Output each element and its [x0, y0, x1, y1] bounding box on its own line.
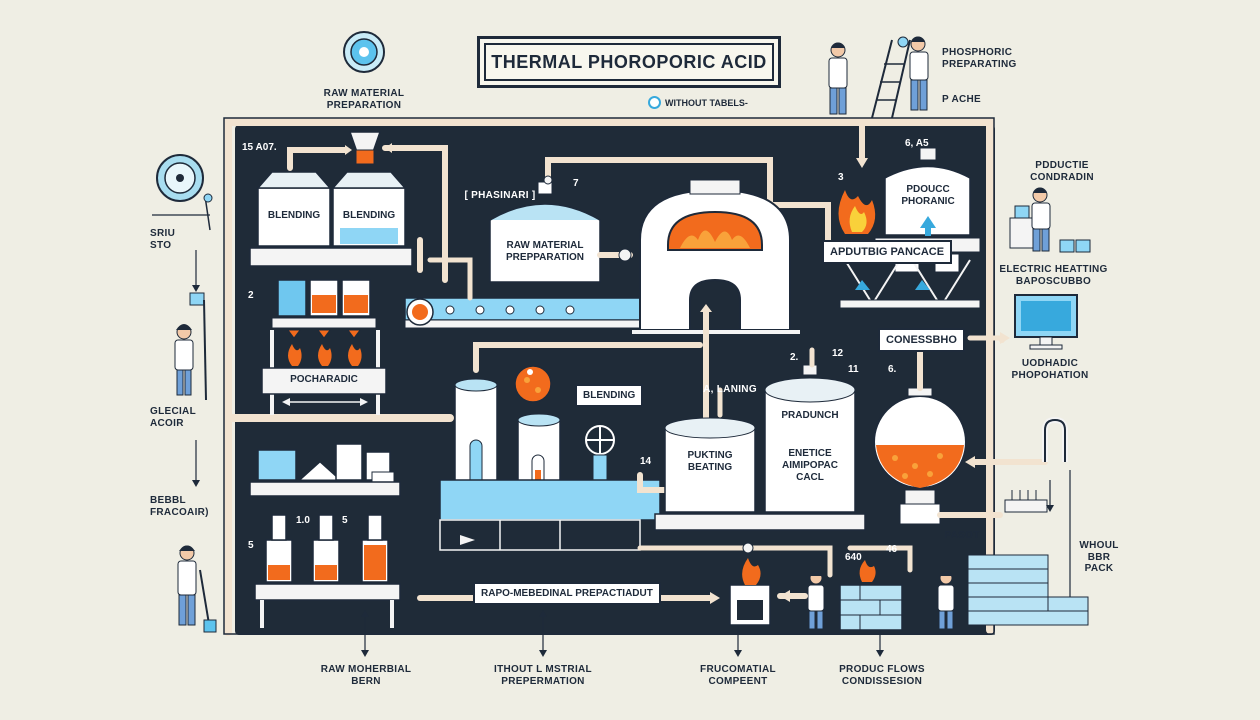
subtitle: WITHOUT TABELS- — [648, 96, 748, 109]
number-5: 5 — [248, 540, 254, 551]
label-pulting-beating: PUKTING BEATING — [687, 450, 733, 473]
label-electric-heating: ELECTRIC HEATTING BAPOSCUBBO — [999, 264, 1108, 287]
label-product-phoranic: PDOUCC PHORANIC — [901, 184, 955, 207]
label-glacial: GLECIAL ACOIR — [150, 406, 196, 429]
number-6: 6. — [888, 364, 897, 375]
number-5b: 5 — [342, 515, 348, 526]
label-product-condensation: PDDUCTIE CONDRADIN — [1030, 160, 1094, 183]
fire-box-icon — [729, 558, 771, 626]
label-praduch: PRADUNCH — [781, 410, 839, 421]
subtitle-text: WITHOUT TABELS- — [665, 97, 748, 108]
label-pocharadic: POCHARADIC — [290, 374, 358, 385]
blending-tank-2 — [331, 171, 407, 247]
number-46: 46 — [886, 544, 898, 555]
raw-material-tank — [489, 181, 601, 283]
label-laning: A, LANING — [703, 384, 757, 395]
label-frucomatial: FRUCOMATIAL COMPEENT — [700, 664, 776, 687]
big-flame-icon — [838, 190, 876, 234]
number-640: 640 — [845, 552, 862, 563]
number-14: 14 — [640, 456, 652, 467]
condenser-sphere — [873, 387, 967, 525]
label-rapo-medebinal: RAPO-MEBEDINAL PREPACTIADUT — [473, 582, 661, 605]
label-uodhadic: UODHADIC PHOPOHATION — [1011, 358, 1089, 381]
number-6-a5: 6, A5 — [905, 138, 929, 149]
label-raw-bern: RAW MOHERBIAL BERN — [320, 664, 412, 687]
label-apdutbig-pancace: APDUTBIG PANCACE — [822, 240, 953, 265]
praduch-tank — [764, 364, 856, 513]
number-12: 12 — [832, 348, 844, 359]
label-phosphoric-prep: PHOSPHORIC PREPARATING — [942, 47, 1017, 70]
conveyor-belt — [404, 297, 646, 329]
worker-station-icon — [1009, 187, 1091, 253]
label-consessho: CONESSBHO — [878, 328, 965, 353]
number-2b: 2. — [790, 352, 799, 363]
worker-bottom-left-icon — [177, 545, 217, 633]
label-pasot: PASOT — [944, 530, 980, 541]
worker-bottom-right-icon — [937, 571, 955, 630]
pulting-beating-tank — [664, 417, 756, 513]
bottles-row — [254, 514, 401, 628]
workers-ladder-icon — [828, 36, 929, 119]
number-2: 2 — [248, 290, 254, 301]
furnace — [632, 179, 800, 334]
number-1: 1 — [472, 408, 478, 419]
label-blending-1: BLENDING — [267, 210, 321, 221]
pallet-stack-icon — [967, 554, 1089, 626]
pressure-gauge-icon — [156, 154, 213, 231]
label-ithout: ITHOUT L MSTRIAL PREPERMATION — [494, 664, 592, 687]
label-without-pack: WHOUL BBR PACK — [1079, 540, 1119, 574]
coil-pipe-icon — [1042, 416, 1068, 462]
raw-material-icon — [343, 31, 385, 73]
number-15: 15 A07. — [242, 142, 277, 153]
bullet-icon — [648, 96, 661, 109]
jars-row — [271, 279, 377, 339]
label-raw-material-prep: RAW MATERIAL PREPPARATION — [506, 240, 584, 263]
label-phasinaric: [ PHASINARI ] — [464, 190, 536, 201]
diagram-title: THERMAL PHOROPORIC ACID — [491, 51, 767, 72]
label-electric-aminopic: ENETICE AIMIPOPAC CACL — [782, 448, 838, 483]
monitor-icon — [1014, 294, 1078, 350]
label-bebbl: BEBBL FRACOAIR) — [150, 495, 209, 518]
worker-left-icon — [174, 292, 207, 401]
label-blending-3: BLENDING — [575, 384, 644, 407]
label-stu: SRIU STO — [150, 228, 176, 251]
blending-tank-1 — [256, 171, 332, 247]
number-11: 11 — [848, 364, 859, 375]
flame-icons — [288, 344, 362, 366]
title-box: THERMAL PHOROPORIC ACID — [477, 36, 781, 88]
worker-center-icon — [807, 571, 825, 630]
number-3: 3 — [838, 172, 844, 183]
storage-bins — [249, 443, 401, 497]
number-1-0: 1.0 — [296, 515, 310, 526]
label-blending-2: BLENDING — [342, 210, 396, 221]
brick-furnace-icon — [839, 560, 903, 631]
hopper-icon — [348, 131, 382, 165]
label-raw-material: RAW MATERIAL PREPARATION — [323, 88, 405, 111]
number-7: 7 — [573, 178, 579, 189]
label-acid: P ACHE — [942, 94, 982, 105]
label-produc-flows: PRODUC FLOWS CONDISSESION — [839, 664, 925, 687]
